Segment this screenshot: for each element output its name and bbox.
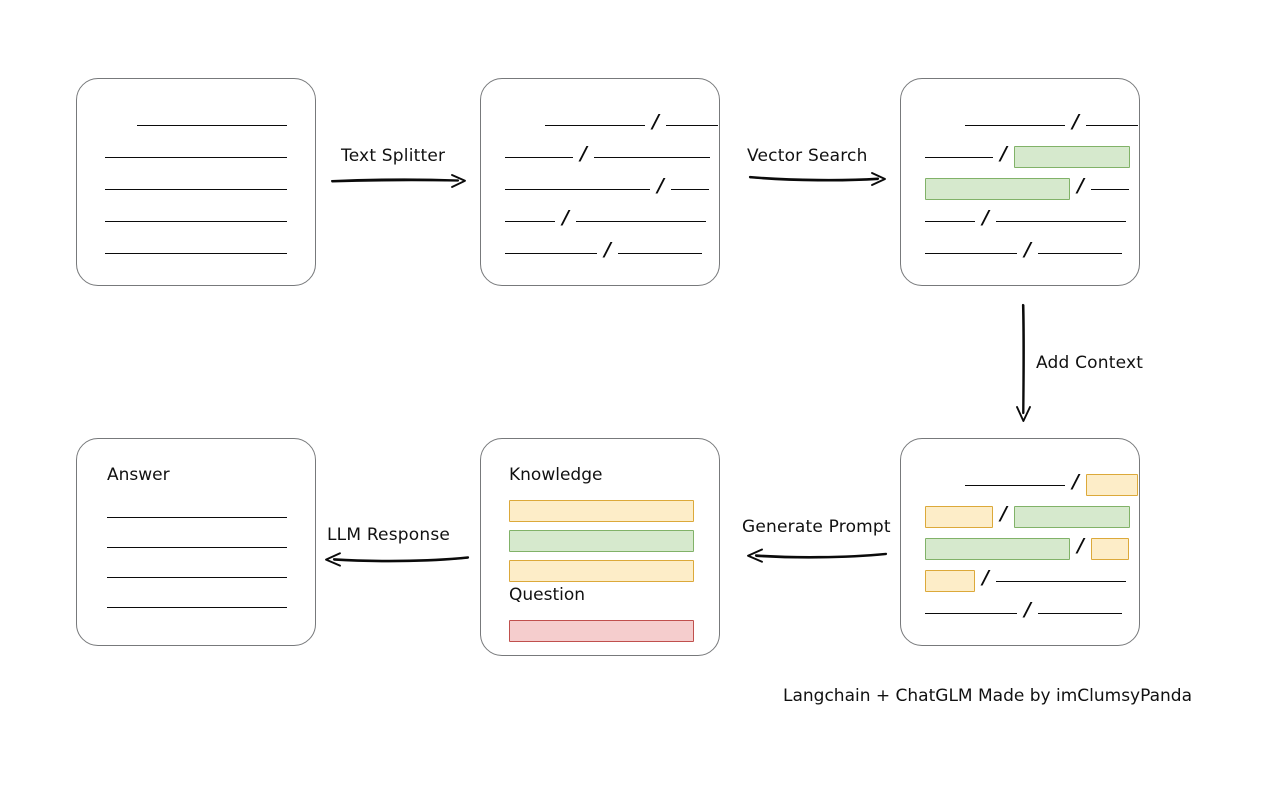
answer-lines — [77, 439, 315, 645]
text-line — [925, 253, 1017, 254]
arrow-label-vector-search: Vector Search — [747, 146, 868, 166]
chunk-separator-slash: / — [1072, 110, 1079, 133]
chunk-separator-slash: / — [562, 206, 569, 229]
chunk-separator-slash: / — [604, 238, 611, 261]
text-line — [925, 221, 975, 222]
text-line — [105, 221, 287, 222]
chunk-separator-slash: / — [1000, 142, 1007, 165]
highlight-chip-green — [925, 538, 1070, 560]
node-matched-chunks[interactable]: / / / / / — [900, 78, 1140, 286]
chunk-separator-slash: / — [982, 566, 989, 589]
text-line — [1038, 613, 1122, 614]
split-chunks-lines: / / / / / — [481, 79, 719, 285]
text-line — [1091, 189, 1129, 190]
text-line — [925, 613, 1017, 614]
text-line — [137, 125, 287, 126]
text-line — [925, 157, 993, 158]
matched-chunks-lines: / / / / / — [901, 79, 1139, 285]
text-line — [576, 221, 706, 222]
text-line — [545, 125, 645, 126]
text-line — [105, 253, 287, 254]
knowledge-label: Knowledge — [509, 465, 603, 485]
text-line — [965, 485, 1065, 486]
llm-response-arrow — [325, 552, 470, 567]
text-splitter-arrow — [330, 174, 466, 188]
text-line — [618, 253, 702, 254]
text-line — [594, 157, 710, 158]
chunk-separator-slash: / — [982, 206, 989, 229]
question-label: Question — [509, 585, 586, 605]
chunk-separator-slash: / — [1072, 470, 1079, 493]
text-line — [666, 125, 718, 126]
knowledge-bars — [481, 439, 719, 655]
text-line — [105, 189, 287, 190]
text-line — [505, 253, 597, 254]
node-context-chunks[interactable]: / / / / / — [900, 438, 1140, 646]
highlight-chip-green — [925, 178, 1070, 200]
text-line — [505, 157, 573, 158]
text-line — [671, 189, 709, 190]
arrow-label-add-context: Add Context — [1036, 353, 1144, 373]
highlight-chip-green — [1014, 146, 1130, 168]
text-line — [1086, 125, 1138, 126]
highlight-chip-yellow — [925, 570, 975, 592]
text-line — [505, 189, 650, 190]
arrow-label-generate-prompt: Generate Prompt — [742, 517, 891, 537]
prompt-bar-yellow — [509, 500, 694, 522]
text-line — [107, 517, 287, 518]
context-chunks-lines: / / / / / — [901, 439, 1139, 645]
text-line — [107, 577, 287, 578]
text-line — [505, 221, 555, 222]
chunk-separator-slash: / — [1077, 534, 1084, 557]
highlight-chip-green — [1014, 506, 1130, 528]
chunk-separator-slash: / — [657, 174, 664, 197]
prompt-bar-green — [509, 530, 694, 552]
chunk-separator-slash: / — [1024, 598, 1031, 621]
text-line — [965, 125, 1065, 126]
text-line — [107, 607, 287, 608]
add-context-arrow — [1016, 303, 1031, 422]
highlight-chip-yellow — [1091, 538, 1129, 560]
chunk-separator-slash: / — [652, 110, 659, 133]
question-bars — [481, 439, 719, 655]
chunk-separator-slash: / — [1024, 238, 1031, 261]
text-line — [996, 221, 1126, 222]
source-document-lines — [77, 79, 315, 285]
prompt-bar-yellow — [509, 560, 694, 582]
text-line — [105, 157, 287, 158]
footer-caption: Langchain + ChatGLM Made by imClumsyPand… — [783, 686, 1192, 706]
vector-search-arrow — [748, 172, 886, 186]
generate-prompt-arrow — [747, 548, 888, 563]
highlight-chip-yellow — [925, 506, 993, 528]
chunk-separator-slash: / — [580, 142, 587, 165]
chunk-separator-slash: / — [1077, 174, 1084, 197]
highlight-chip-yellow — [1086, 474, 1138, 496]
chunk-separator-slash: / — [1000, 502, 1007, 525]
text-line — [107, 547, 287, 548]
node-source-document[interactable] — [76, 78, 316, 286]
node-prompt[interactable]: Knowledge Question — [480, 438, 720, 656]
arrow-label-llm-response: LLM Response — [327, 525, 451, 545]
answer-label: Answer — [107, 465, 170, 485]
prompt-bar-red — [509, 620, 694, 642]
node-answer[interactable]: Answer — [76, 438, 316, 646]
node-split-chunks[interactable]: / / / / / — [480, 78, 720, 286]
text-line — [996, 581, 1126, 582]
text-line — [1038, 253, 1122, 254]
arrow-label-text-splitter: Text Splitter — [341, 146, 446, 166]
